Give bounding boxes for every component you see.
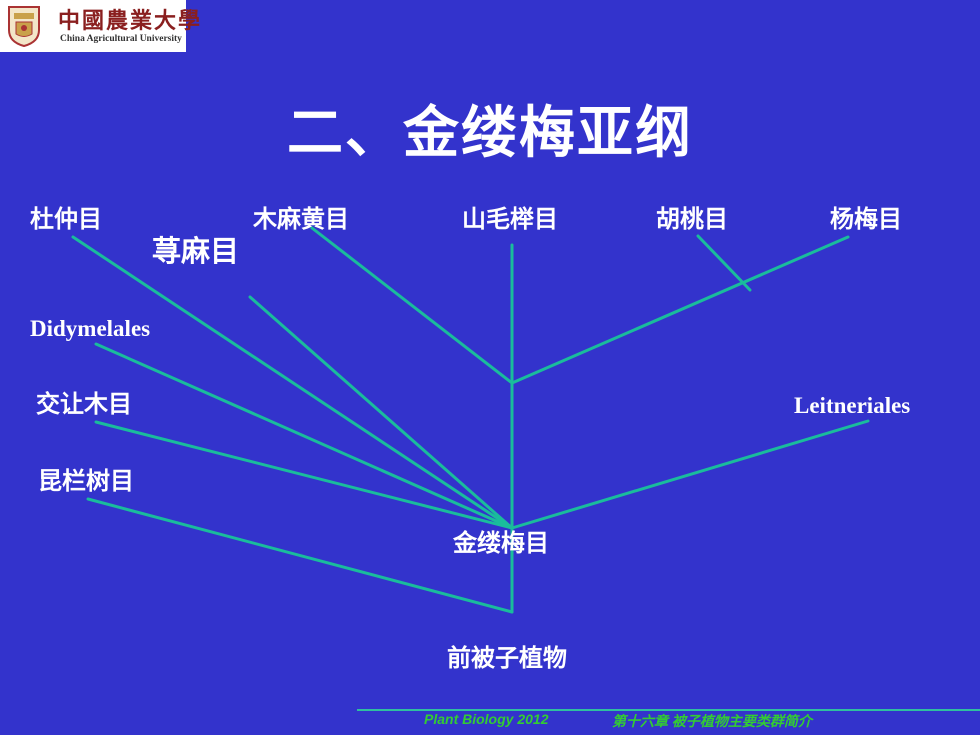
branch-eucommiales (71, 235, 514, 530)
logo-english-name: China Agricultural University (60, 34, 182, 44)
footer-chapter: 第十六章 被子植物主要类群简介 (612, 713, 812, 729)
label-myricales: 杨梅目 (830, 205, 902, 233)
label-casuarinales: 木麻黄目 (253, 205, 349, 233)
branch-trochodendrales-2 (86, 497, 514, 614)
university-seal-icon (8, 6, 40, 48)
logo-chinese-name: 中國農業大學 (58, 8, 203, 34)
branch-myricales (510, 235, 850, 385)
label-juglandales: 胡桃目 (656, 205, 728, 233)
label-didymelales: Didymelales (30, 316, 151, 341)
slide-title: 二、金缕梅亚纲 (287, 101, 693, 166)
footer-divider (357, 709, 980, 711)
branch-urticales (248, 295, 514, 530)
branch-trochodendrales (94, 420, 514, 530)
label-urticales: 荨麻目 (152, 234, 240, 268)
footer-course: Plant Biology 2012 (424, 711, 549, 727)
branch-casuarinales (310, 226, 514, 385)
branch-didymelales (94, 342, 514, 530)
label-leitneriales: Leitneriales (794, 393, 911, 418)
label-hamamelidales: 金缕梅目 (453, 529, 549, 557)
university-logo: 中國農業大學 China Agricultural University (0, 0, 200, 52)
branch-juglandales (696, 234, 752, 292)
label-trochodendrales: 交让木目 (36, 390, 132, 418)
label-proangiosperms: 前被子植物 (447, 644, 567, 672)
label-trochodendrales-2: 昆栏树目 (38, 467, 134, 495)
label-eucommiales: 杜仲目 (30, 205, 102, 233)
branch-leitneriales (510, 419, 870, 530)
label-fagales: 山毛榉目 (462, 205, 558, 233)
